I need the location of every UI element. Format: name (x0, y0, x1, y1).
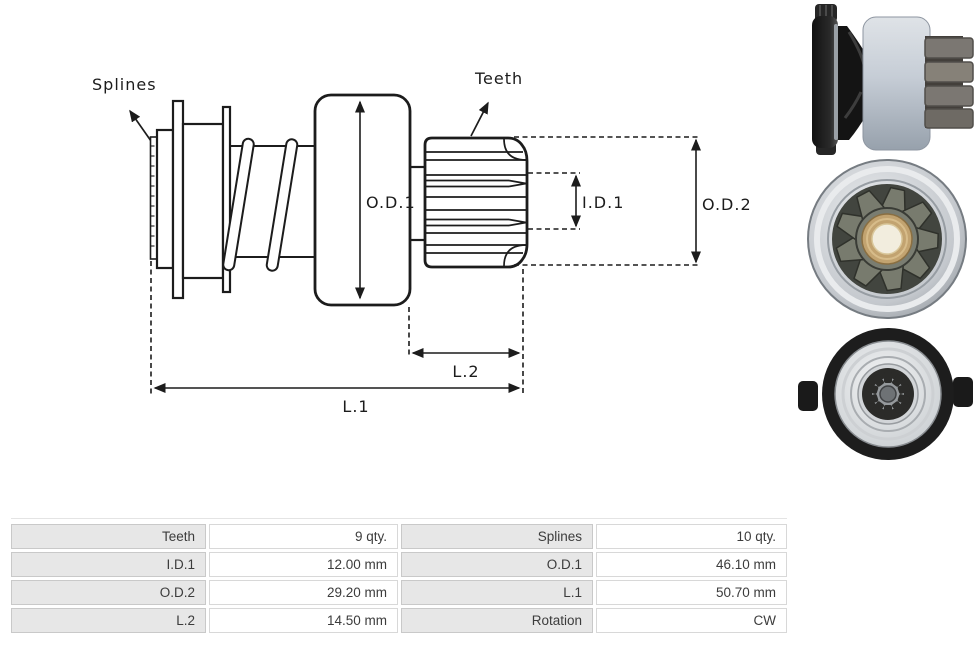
spec-label-id1: I.D.1 (11, 552, 206, 577)
spec-label-rotation: Rotation (401, 608, 593, 633)
teeth-leader-line (470, 101, 489, 137)
splines-leader-line (129, 109, 152, 142)
spec-value-l2: 14.50 mm (209, 608, 398, 633)
dimension-l2: L.2 (408, 269, 524, 394)
od1-label: O.D.1 (366, 193, 416, 212)
spring-coil (265, 138, 299, 272)
brass-ring-highlight (866, 218, 908, 260)
spec-label-od1: O.D.1 (401, 552, 593, 577)
product-photo-back-view (798, 328, 973, 460)
spec-value-teeth: 9 qty. (209, 524, 398, 549)
spec-label-l2: L.2 (11, 608, 206, 633)
face-ring-1 (841, 347, 935, 441)
center-hole (879, 385, 897, 403)
spec-value-od2: 29.20 mm (209, 580, 398, 605)
spec-value-l1: 50.70 mm (596, 580, 787, 605)
spec-value-rotation: CW (596, 608, 787, 633)
black-collar (812, 4, 838, 155)
spec-label-splines: Splines (401, 524, 593, 549)
spring-cone (838, 26, 868, 140)
dimension-od1: O.D.1 (355, 100, 416, 300)
spline-teeth (866, 372, 910, 416)
id1-label: I.D.1 (582, 193, 624, 212)
technical-drawing: Splines Teeth O.D.1 (92, 69, 752, 416)
spec-label-teeth: Teeth (11, 524, 206, 549)
splined-shaft-drawing (149, 99, 232, 300)
spring-drawing (222, 137, 314, 272)
product-photo-front-view (807, 159, 967, 319)
left-lug (798, 381, 818, 411)
l1-label: L.1 (342, 397, 369, 416)
spec-table: Teeth 9 qty. Splines 10 qty. I.D.1 12.00… (11, 518, 787, 633)
ring-step (827, 179, 947, 299)
right-lug (953, 377, 973, 407)
l2-label: L.2 (452, 362, 479, 381)
spec-label-l1: L.1 (401, 580, 593, 605)
pinion-gear-side (924, 36, 974, 129)
face-ring-2 (850, 356, 926, 432)
splines-label: Splines (92, 75, 157, 94)
od2-label: O.D.2 (702, 195, 752, 214)
dimension-l1: L.1 (150, 261, 521, 416)
spring-coil (222, 137, 255, 272)
teeth-label: Teeth (474, 69, 523, 88)
dimension-id1: I.D.1 (528, 172, 624, 230)
ring-highlight (814, 166, 960, 312)
spec-value-id1: 12.00 mm (209, 552, 398, 577)
spec-label-od2: O.D.2 (11, 580, 206, 605)
spec-value-splines: 10 qty. (596, 524, 787, 549)
hub-drawing (410, 165, 425, 242)
dimension-od2: O.D.2 (514, 136, 752, 266)
drive-drum (862, 16, 931, 151)
center-bore (871, 223, 903, 255)
pinion-gear-drawing (423, 136, 529, 269)
product-photo-side-view (812, 4, 974, 155)
spec-value-od1: 46.10 mm (596, 552, 787, 577)
